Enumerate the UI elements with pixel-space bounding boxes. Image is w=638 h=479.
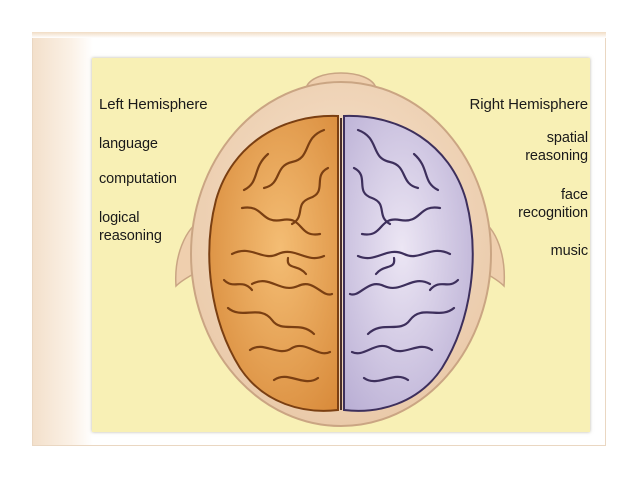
brain-hemispheres-figure: Left Hemisphere language computation log… xyxy=(92,58,590,432)
right-item-music: music xyxy=(550,243,588,259)
brain-illustration xyxy=(175,72,506,427)
left-hemisphere-title: Left Hemisphere xyxy=(99,96,208,113)
slide-top-edge xyxy=(32,32,606,38)
left-gyri xyxy=(222,128,334,383)
left-item-language: language xyxy=(99,136,158,152)
left-hemisphere xyxy=(208,114,339,412)
right-item-spatial-reasoning: spatial reasoning xyxy=(525,130,588,164)
right-hemisphere xyxy=(343,114,474,412)
right-item-face-recognition: face recognition xyxy=(518,187,588,221)
left-item-logical-reasoning: logical reasoning xyxy=(99,210,162,244)
left-item-computation: computation xyxy=(99,171,177,187)
right-hemisphere-title: Right Hemisphere xyxy=(469,96,589,113)
right-gyri xyxy=(348,128,460,383)
